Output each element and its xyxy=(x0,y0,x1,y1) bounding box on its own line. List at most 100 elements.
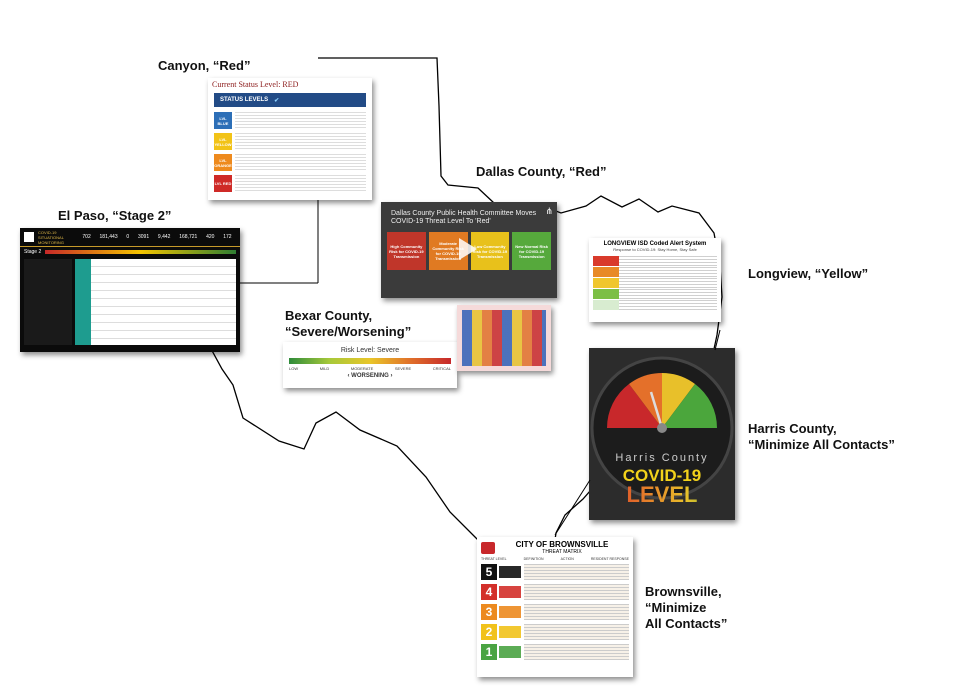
threat-level-text xyxy=(524,564,629,580)
canyon-level-text xyxy=(235,112,366,129)
longview-color-cell xyxy=(593,278,619,288)
harris-gauge-card: Harris County COVID-19 LEVEL xyxy=(589,348,735,520)
brownsville-matrix-card: CITY OF BROWNSVILLE THREAT MATRIX THREAT… xyxy=(477,537,633,677)
threat-level-text xyxy=(524,584,629,600)
column-header: DEFINITION xyxy=(523,557,544,561)
threat-level-number: 5 xyxy=(481,564,497,580)
play-icon[interactable] xyxy=(459,238,477,260)
label-canyon: Canyon, “Red” xyxy=(158,58,251,73)
longview-alert-card: LONGVIEW ISD Coded Alert System Response… xyxy=(589,238,721,322)
stat-value: 420 xyxy=(206,234,215,240)
logo-icon xyxy=(24,232,34,242)
canyon-level-text xyxy=(235,133,366,150)
threat-level-bar xyxy=(499,626,521,638)
longview-row xyxy=(593,278,717,288)
dallas-video-card[interactable]: Dallas County Public Health Committee Mo… xyxy=(381,202,557,298)
canyon-banner: STATUS LEVELS ✔ xyxy=(214,93,366,107)
stat-value: 702 xyxy=(82,234,91,240)
el-paso-side-text xyxy=(24,259,72,345)
longview-text-cell xyxy=(619,289,717,299)
threat-level-bar xyxy=(499,606,521,618)
column-header: ACTION xyxy=(560,557,574,561)
bexar-matrix-card xyxy=(457,305,551,371)
canyon-level-row: LVL ORANGE xyxy=(214,153,366,172)
stat-value: 172 xyxy=(223,234,232,240)
longview-subtitle: Response to COVID-19: Stay Home, Stay Sa… xyxy=(613,247,697,252)
scale-label: MODERATE xyxy=(350,366,374,371)
el-paso-title: COVID-19 SITUATIONAL MONITORING xyxy=(38,229,64,245)
column-header: THREAT LEVEL xyxy=(481,557,507,561)
risk-scale-bar xyxy=(289,358,451,364)
longview-row xyxy=(593,256,717,266)
label-dallas: Dallas County, “Red” xyxy=(476,164,607,179)
harris-gauge xyxy=(590,356,734,500)
stat-value: 9,442 xyxy=(157,234,171,240)
dallas-headline: Dallas County Public Health Committee Mo… xyxy=(391,210,537,225)
threat-level-text xyxy=(524,604,629,620)
threat-level-bar xyxy=(499,566,521,578)
label-harris: Harris County, “Minimize All Contacts” xyxy=(748,421,895,453)
canyon-banner-text: STATUS LEVELS xyxy=(220,97,269,103)
threat-level-row: 3 xyxy=(481,603,629,621)
threat-level-bar xyxy=(499,646,521,658)
threat-level-text xyxy=(524,624,629,640)
threat-level-number: 3 xyxy=(481,604,497,620)
canyon-level-tag: LVL ORANGE xyxy=(214,154,232,171)
canyon-level-row: LVL RED xyxy=(214,174,366,193)
dallas-level-box: High Community Risk for COVID-19 Transmi… xyxy=(387,232,426,270)
longview-title: LONGVIEW ISD Coded Alert System xyxy=(603,241,707,247)
bexar-trend: WORSENING xyxy=(351,373,389,379)
brownsville-title: CITY OF BROWNSVILLE xyxy=(515,540,609,549)
brownsville-columns: THREAT LEVEL DEFINITION ACTION RESIDENT RES… xyxy=(481,557,629,561)
harris-level-text: LEVEL xyxy=(589,482,735,508)
canyon-status-card: Current Status Level: RED STATUS LEVELS … xyxy=(208,78,372,200)
city-logo-icon xyxy=(481,541,495,554)
canyon-level-text xyxy=(235,175,366,192)
harris-county-text: Harris County xyxy=(615,452,709,464)
longview-row xyxy=(593,300,717,310)
label-brownsville-line3: All Contacts” xyxy=(645,616,728,631)
stat-value: 0 xyxy=(126,234,130,240)
label-bexar: Bexar County, “Severe/Worsening” xyxy=(285,308,411,340)
dallas-levels: High Community Risk for COVID-19 Transmi… xyxy=(387,232,551,270)
column-header: RESIDENT RESPONSE xyxy=(590,557,629,561)
threat-level-number: 4 xyxy=(481,584,497,600)
label-brownsville: Brownsville, “Minimize All Contacts” xyxy=(645,584,727,632)
canyon-level-tag: LVL BLUE xyxy=(214,112,232,129)
harris-covid-text: COVID-19 xyxy=(622,466,702,485)
threat-level-text xyxy=(524,644,629,660)
stat-value: 3091 xyxy=(137,234,150,240)
label-longview: Longview, “Yellow” xyxy=(748,266,869,281)
brownsville-subtitle: THREAT MATRIX xyxy=(542,549,582,555)
longview-text-cell xyxy=(619,278,717,288)
threat-level-number: 1 xyxy=(481,644,497,660)
canyon-heading: Current Status Level: RED xyxy=(212,80,299,89)
bexar-risk: Risk Level: Severe xyxy=(340,347,400,354)
longview-color-cell xyxy=(593,256,619,266)
share-icon[interactable]: ⋔ xyxy=(545,206,553,216)
el-paso-table xyxy=(75,259,236,345)
threat-level-row: 4 xyxy=(481,583,629,601)
threat-level-bar xyxy=(499,586,521,598)
trend-label: ‹ WORSENING › xyxy=(347,373,393,379)
longview-text-cell xyxy=(619,256,717,266)
label-el-paso: El Paso, “Stage 2” xyxy=(58,208,172,223)
threat-level-row: 1 xyxy=(481,643,629,661)
brownsville-levels: 5 4 3 2 1 xyxy=(481,563,629,661)
dallas-level-box: Moderate Community Risk for COVID-19 Tra… xyxy=(428,232,468,270)
longview-color-cell xyxy=(593,289,619,299)
canyon-level-row: LVL BLUE xyxy=(214,111,366,130)
longview-row xyxy=(593,289,717,299)
longview-color-cell xyxy=(593,267,619,277)
longview-text-cell xyxy=(619,300,717,310)
threat-level-row: 2 xyxy=(481,623,629,641)
stat-value: 168,721 xyxy=(179,234,198,240)
label-harris-line2: “Minimize All Contacts” xyxy=(748,437,895,452)
threat-level-number: 2 xyxy=(481,624,497,640)
bexar-matrix-grid xyxy=(462,310,546,366)
